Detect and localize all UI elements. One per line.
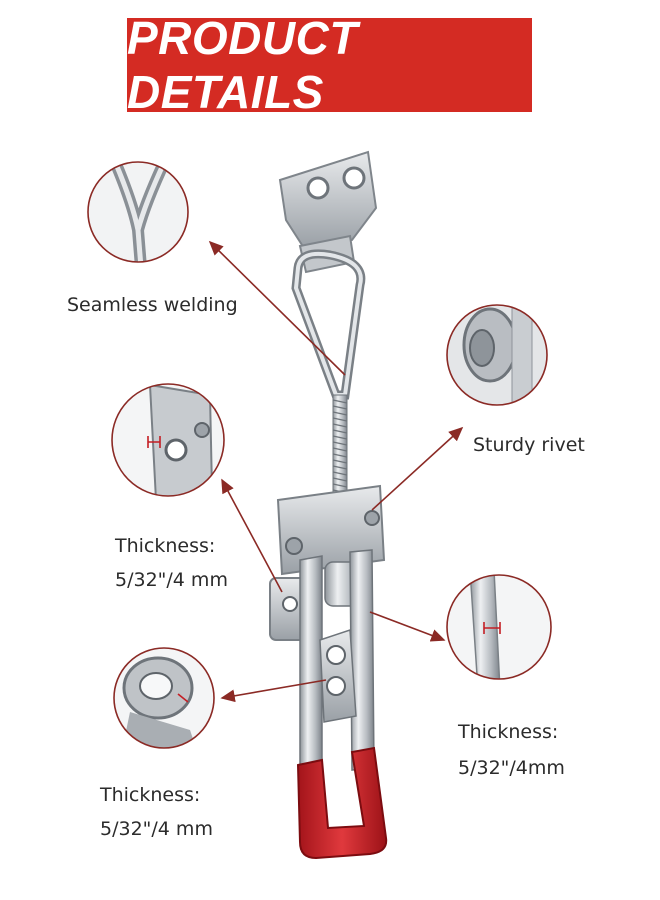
detail-circle-rivet (446, 304, 548, 406)
thread-line (332, 447, 348, 452)
detail-circle-thickness-right (446, 574, 552, 680)
thread-line (332, 477, 348, 482)
thread-line (332, 483, 348, 488)
label-text: Thickness: (100, 784, 201, 806)
label-thickness-left-title: Thickness: (115, 535, 215, 557)
thread-line (332, 471, 348, 476)
label-text: 5/32"/4 mm (115, 569, 228, 591)
label-thickness-bottom-title: Thickness: (100, 784, 200, 806)
label-text: 5/32"/4 mm (100, 818, 213, 840)
label-sturdy-rivet: Sturdy rivet (473, 434, 585, 456)
label-text: Seamless welding (67, 294, 238, 316)
detail-circle-thickness-bottom (113, 647, 215, 749)
thread-line (332, 417, 348, 422)
thread-line (332, 453, 348, 458)
label-thickness-right-title: Thickness: (458, 721, 558, 743)
page-title: PRODUCT DETAILS (127, 12, 358, 118)
thread-line (332, 429, 348, 434)
thread-line (332, 459, 348, 464)
thread-line (332, 435, 348, 440)
label-text: Sturdy rivet (473, 434, 585, 456)
detail-circle-welding (87, 161, 189, 263)
red-grip (296, 746, 388, 860)
thread-line (332, 411, 348, 416)
title-banner: PRODUCT DETAILS (127, 12, 532, 118)
detail-circle-thickness-left (111, 383, 225, 497)
label-text: 5/32"/4mm (458, 757, 565, 779)
thread-line (332, 405, 348, 410)
thread-line (332, 423, 348, 428)
hook-plate (278, 150, 378, 274)
callout-arrows (208, 240, 464, 703)
label-text: Thickness: (458, 721, 559, 743)
label-text: Thickness: (115, 535, 216, 557)
thread-line (332, 465, 348, 470)
label-seamless-welding: Seamless welding (67, 294, 238, 316)
label-thickness-bottom-value: 5/32"/4 mm (100, 818, 213, 840)
label-thickness-left-value: 5/32"/4 mm (115, 569, 228, 591)
handle (299, 549, 375, 783)
wire-loop (291, 249, 366, 400)
label-thickness-right-value: 5/32"/4mm (458, 757, 565, 779)
thread-line (332, 441, 348, 446)
thread-line (332, 399, 348, 404)
